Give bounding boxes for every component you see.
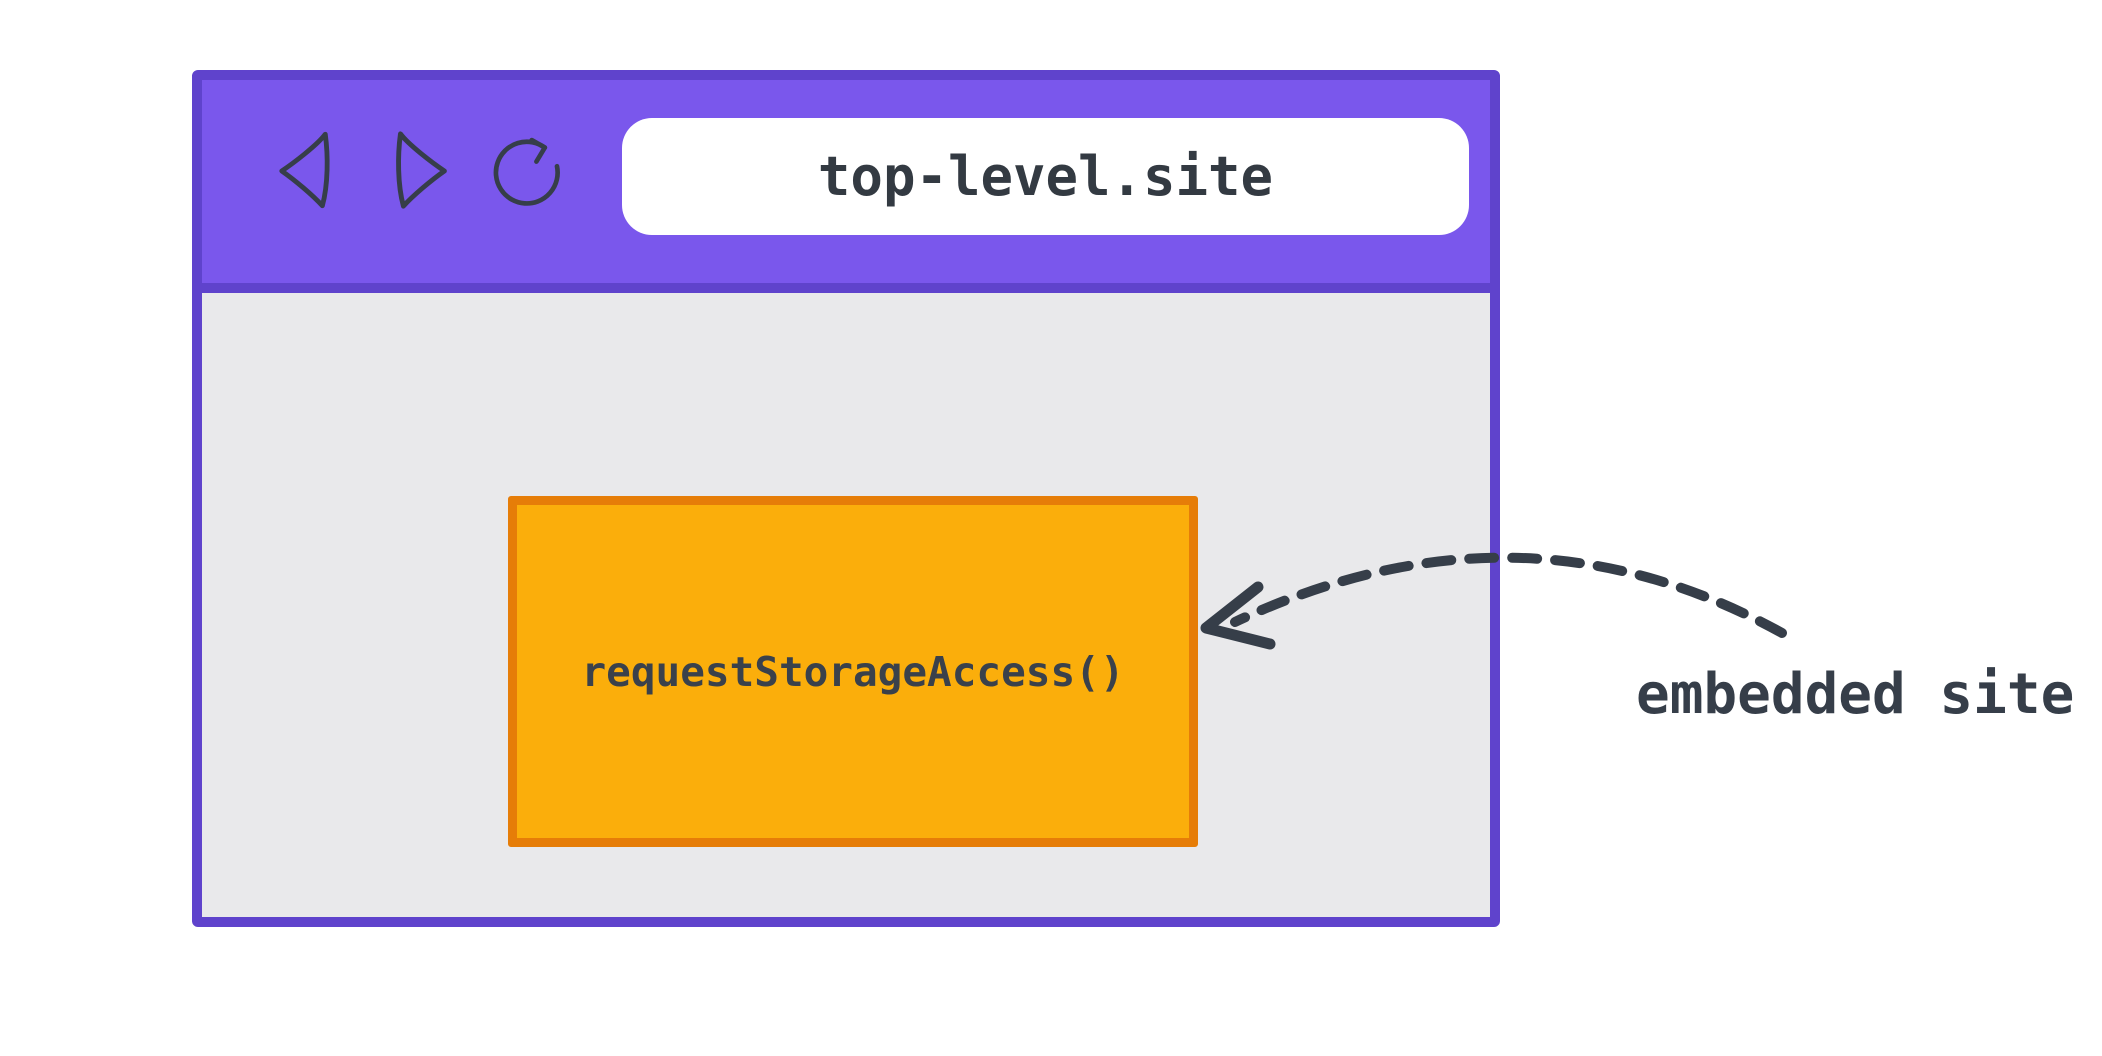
forward-icon[interactable] [390,128,450,212]
embedded-site-label: embedded site [1636,662,2075,727]
embedded-frame-label: requestStorageAccess() [581,647,1125,696]
refresh-icon[interactable] [485,126,571,214]
embedded-iframe-box[interactable]: requestStorageAccess() [508,496,1198,847]
address-bar-url: top-level.site [817,145,1274,208]
browser-window: top-level.site requestStorageAccess() [192,70,1500,927]
browser-toolbar: top-level.site [202,80,1490,293]
address-bar[interactable]: top-level.site [622,118,1469,235]
back-icon[interactable] [275,128,333,212]
